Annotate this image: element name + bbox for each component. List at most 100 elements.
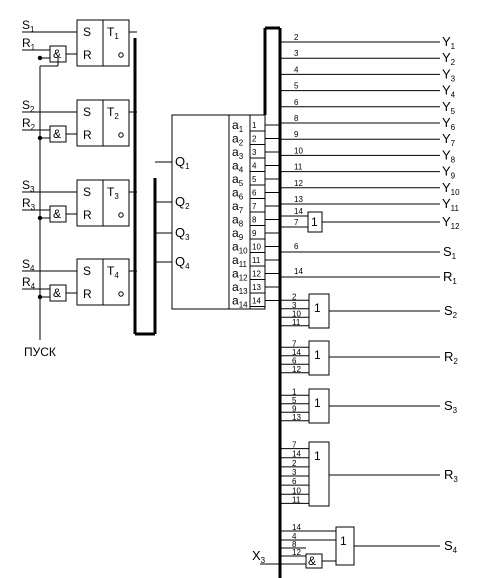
y-output-label: Y3	[442, 66, 456, 83]
or-output-label: R2	[444, 349, 458, 366]
y12-label: Y12	[442, 214, 460, 231]
or-input-number: 7	[292, 339, 297, 348]
or-symbol: 1	[340, 534, 347, 548]
decoder-output-label: a4	[232, 159, 244, 175]
y-output-label: Y4	[442, 83, 456, 100]
decoder-output-label: a11	[232, 253, 248, 269]
or-input-number: 11	[292, 318, 301, 327]
trigger-pin-r: R	[83, 128, 92, 142]
decoder-output-label: a2	[232, 132, 244, 148]
or-input-number: 10	[292, 309, 301, 318]
x3-label: X3	[252, 548, 266, 565]
y-output-label: Y5	[442, 99, 456, 116]
y-wire-number: 9	[294, 130, 299, 139]
y-wire-number: 8	[294, 114, 299, 123]
r1-label: R1	[443, 269, 457, 286]
y-output-label: Y10	[442, 180, 460, 197]
trigger-name: T3	[107, 185, 119, 201]
trigger-pin-s: S	[83, 185, 91, 199]
trigger-pin-s: S	[83, 264, 91, 278]
or-input-number: 6	[292, 356, 297, 365]
decoder-output-label: a13	[232, 280, 248, 296]
reset-input-label: R4	[22, 275, 36, 291]
decoder-output-pin: 14	[252, 297, 261, 306]
decoder-output-pin: 9	[252, 229, 257, 238]
or-output-label: R3	[444, 467, 458, 484]
or-input-number: 2	[292, 292, 297, 301]
junction-dot	[37, 215, 43, 221]
decoder-output-pin: 10	[252, 243, 261, 252]
and-symbol: &	[53, 207, 61, 221]
or-input-number: 9	[292, 404, 297, 413]
or-output-label: S2	[444, 303, 458, 320]
or-gate-2	[308, 340, 330, 376]
decoder-output-pin: 3	[252, 148, 257, 157]
decoder-output-label: a3	[232, 145, 244, 161]
y-wire-number: 3	[294, 49, 299, 58]
decoder-input-label: Q2	[175, 194, 190, 211]
or-output-label: S3	[444, 398, 458, 415]
and-symbol: &	[308, 554, 316, 568]
decoder-output-pin: 11	[252, 256, 261, 265]
decoder-output-label: a8	[232, 213, 244, 229]
reset-input-label: R1	[22, 36, 36, 52]
start-label: ПУСК	[24, 345, 56, 359]
or-input-number: 6	[292, 477, 297, 486]
trigger-inverted-output	[118, 212, 124, 218]
or-symbol: 1	[311, 215, 318, 229]
or-input-number: 12	[292, 365, 301, 374]
trigger-inverted-output	[118, 132, 124, 138]
decoder-output-label: a14	[232, 294, 248, 310]
decoder-output-label: a6	[232, 186, 244, 202]
wire-number: 6	[294, 242, 299, 251]
trigger-pin-r: R	[83, 208, 92, 222]
decoder-input-label: Q1	[175, 154, 190, 171]
or-input-number: 2	[292, 459, 297, 468]
or-input-number: 5	[292, 396, 297, 405]
reset-input-label: R2	[22, 116, 36, 132]
or-input-number: 7	[294, 218, 299, 227]
junction-dot	[37, 55, 43, 61]
y-wire-number: 2	[294, 33, 299, 42]
or-input-number: 3	[292, 468, 297, 477]
trigger-inverted-output	[118, 291, 124, 297]
y-output-label: Y9	[442, 164, 456, 181]
y-output-label: Y2	[442, 50, 456, 67]
or-input-number: 14	[292, 450, 301, 459]
decoder-output-label: a12	[232, 267, 248, 283]
and-symbol: &	[53, 47, 61, 61]
decoder-output-pin: 13	[252, 283, 261, 292]
trigger-name: T4	[107, 264, 119, 280]
decoder-output-label: a7	[232, 199, 244, 215]
or-input-number: 1	[292, 387, 297, 396]
or-input-number: 14	[292, 523, 301, 532]
trigger-pin-r: R	[83, 287, 92, 301]
decoder-output-pin: 1	[252, 121, 257, 130]
y-wire-number: 4	[294, 65, 299, 74]
or-symbol: 1	[314, 301, 321, 315]
y-wire-number: 13	[294, 195, 303, 204]
or-input-number: 8	[292, 540, 297, 549]
set-input-label: S3	[22, 178, 35, 194]
or-input-number: 13	[292, 413, 301, 422]
y-wire-number: 10	[294, 146, 303, 155]
trigger-name: T1	[107, 25, 119, 41]
decoder-output-label: a1	[232, 118, 244, 134]
or-input-number: 14	[294, 207, 303, 216]
decoder-output-pin: 2	[252, 135, 257, 144]
trigger-pin-r: R	[83, 48, 92, 62]
y-output-label: Y11	[442, 196, 460, 213]
s4-label: S4	[444, 538, 458, 555]
decoder-output-pin: 6	[252, 189, 257, 198]
decoder-output-pin: 8	[252, 216, 257, 225]
y-output-label: Y8	[442, 147, 456, 164]
decoder-output-label: a9	[232, 226, 244, 242]
decoder-input-label: Q3	[175, 225, 190, 242]
or-symbol: 1	[314, 396, 321, 410]
decoder-output-pin: 7	[252, 202, 257, 211]
decoder-output-pin: 5	[252, 175, 257, 184]
or-input-number: 14	[292, 348, 301, 357]
decoder-output-pin: 4	[252, 162, 257, 171]
and-symbol: &	[53, 127, 61, 141]
